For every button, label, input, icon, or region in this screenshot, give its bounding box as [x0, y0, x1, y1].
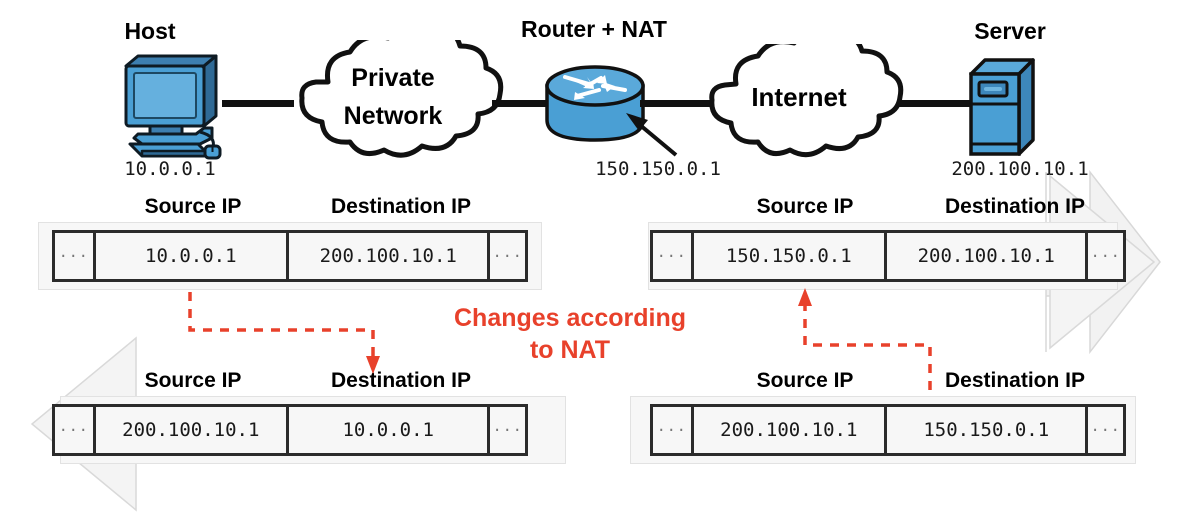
packet4-destination-label: Destination IP: [944, 369, 1086, 392]
packet1-destination-ip: 200.100.10.1: [286, 233, 488, 279]
packet-router-to-host: ··· 200.100.10.1 10.0.0.1 ···: [52, 404, 528, 456]
private-network-label-line2: Network: [343, 102, 443, 130]
packet3-tail-ellipsis: ···: [487, 407, 525, 453]
packet3-destination-ip: 10.0.0.1: [286, 407, 488, 453]
packet4-destination-ip: 150.150.0.1: [884, 407, 1086, 453]
packet1-source-ip: 10.0.0.1: [92, 233, 287, 279]
packet4-source-label: Source IP: [756, 369, 854, 392]
packet-server-to-router: ··· 200.100.10.1 150.150.0.1 ···: [650, 404, 1126, 456]
packet2-source-label: Source IP: [756, 195, 854, 218]
packet2-destination-ip: 200.100.10.1: [884, 233, 1086, 279]
server-title: Server: [974, 18, 1046, 44]
packet3-source-ip: 200.100.10.1: [92, 407, 287, 453]
link-host-private-network: [222, 100, 294, 107]
internet-label: Internet: [751, 82, 847, 112]
packet2-tail-ellipsis: ···: [1085, 233, 1123, 279]
packet3-destination-label: Destination IP: [330, 369, 472, 392]
packet2-source-ip: 150.150.0.1: [690, 233, 885, 279]
server-icon: [963, 52, 1043, 160]
packet3-source-label: Source IP: [144, 369, 242, 392]
packet2-destination-label: Destination IP: [944, 195, 1086, 218]
packet3-head-ellipsis: ···: [55, 407, 93, 453]
link-router-internet: [640, 100, 710, 107]
packet1-tail-ellipsis: ···: [487, 233, 525, 279]
packet4-tail-ellipsis: ···: [1085, 407, 1123, 453]
nat-annotation-line2: to NAT: [529, 336, 611, 364]
host-ip-label: 10.0.0.1: [124, 158, 216, 180]
packet1-head-ellipsis: ···: [55, 233, 93, 279]
link-internet-server: [898, 100, 972, 107]
host-title: Host: [124, 18, 176, 44]
private-network-label-line1: Private: [351, 64, 435, 92]
router-ip-label: 150.150.0.1: [595, 158, 721, 180]
packet-host-to-router: ··· 10.0.0.1 200.100.10.1 ···: [52, 230, 528, 282]
server-ip-label: 200.100.10.1: [951, 158, 1089, 180]
link-private-network-router: [492, 100, 558, 107]
router-title: Router + NAT: [521, 16, 667, 42]
packet1-destination-label: Destination IP: [330, 195, 472, 218]
packet4-head-ellipsis: ···: [653, 407, 691, 453]
nat-arrowhead-up: [798, 288, 812, 306]
packet2-head-ellipsis: ···: [653, 233, 691, 279]
packet-router-to-server: ··· 150.150.0.1 200.100.10.1 ···: [650, 230, 1126, 282]
nat-annotation-line1: Changes according: [454, 304, 686, 332]
packet1-source-label: Source IP: [144, 195, 242, 218]
nat-connector-left: [188, 292, 373, 332]
host-computer-icon: [112, 52, 228, 162]
packet4-source-ip: 200.100.10.1: [690, 407, 885, 453]
router-icon: [541, 64, 649, 150]
